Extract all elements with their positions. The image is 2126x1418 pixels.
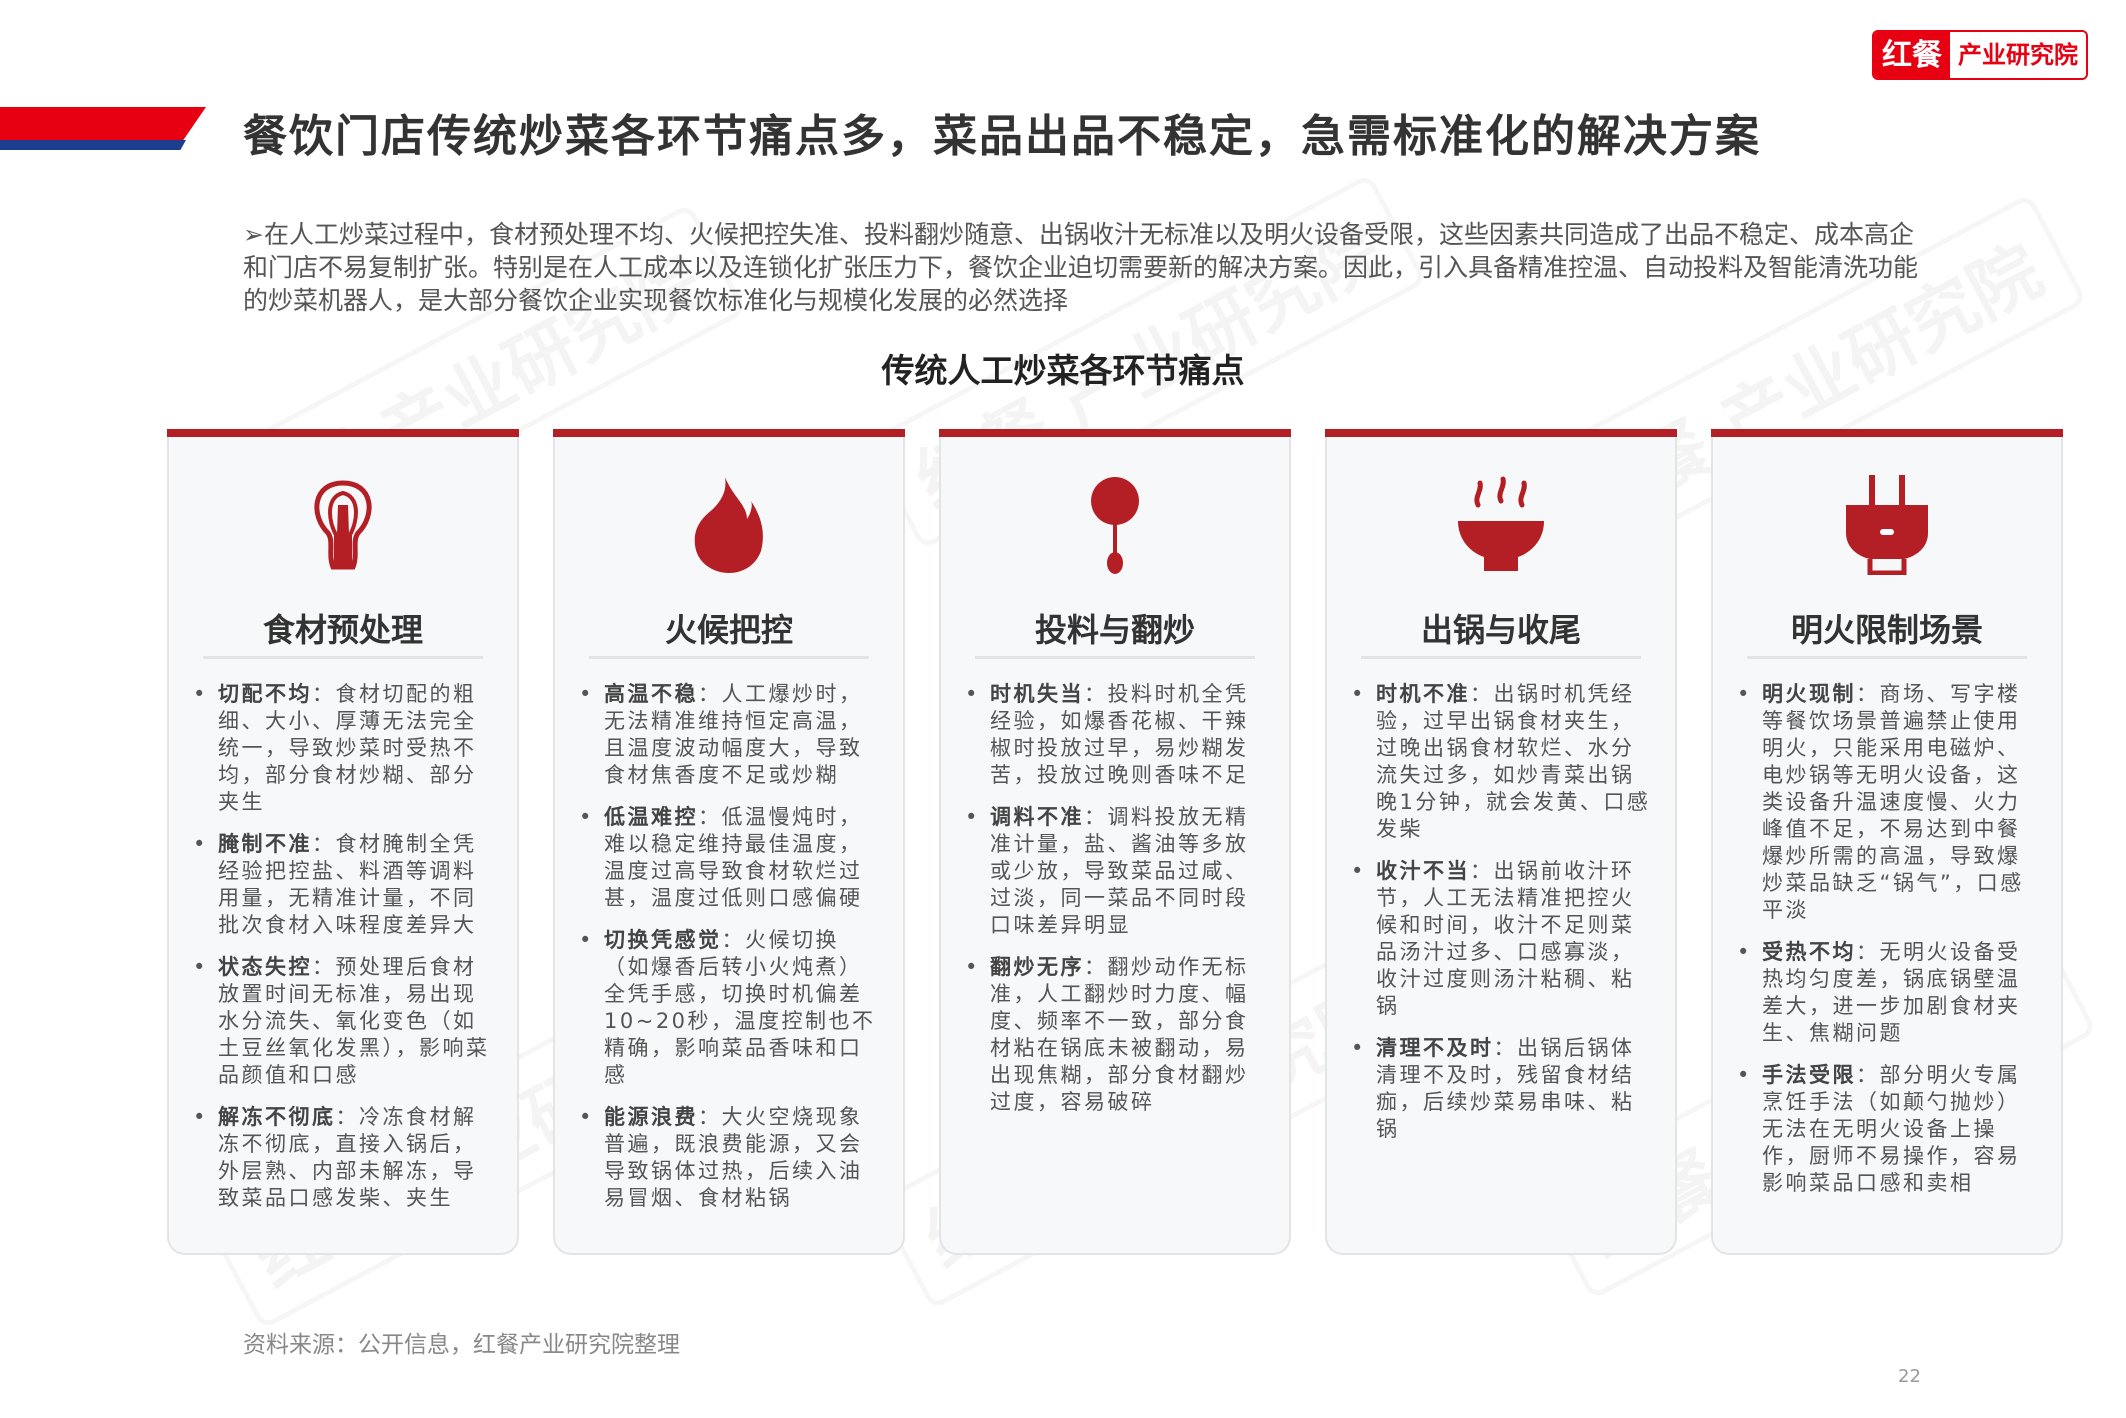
card-title: 明火限制场景 xyxy=(1790,611,1983,649)
pain-point-list: 切配不均：食材切配的粗细、大小、厚薄无法完全统一，导致炒菜时受热不均，部分食材炒… xyxy=(193,681,493,1227)
list-item: 时机不准：出锅时机凭经验，过早出锅食材夹生，过晚出锅食材软烂、水分流失过多，如炒… xyxy=(1351,681,1651,843)
card-divider xyxy=(589,656,869,659)
page-number: 22 xyxy=(1898,1366,1921,1387)
list-item: 状态失控：预处理后食材放置时间无标准，易出现水分流失、氧化变色（如土豆丝氧化发黑… xyxy=(193,954,493,1089)
list-item: 切配不均：食材切配的粗细、大小、厚薄无法完全统一，导致炒菜时受热不均，部分食材炒… xyxy=(193,681,493,816)
item-text: ：商场、写字楼等餐饮场景普遍禁止使用明火，只能采用电磁炉、电炒锅等无明火设备，这… xyxy=(1762,682,2024,922)
card-divider xyxy=(1747,656,2027,659)
pain-point-card: 火候把控 高温不稳：人工爆炒时，无法精准维持恒定高温，且温度波动幅度大，导致食材… xyxy=(553,429,905,1255)
logo-sub: 产业研究院 xyxy=(1950,32,2086,78)
list-item: 高温不稳：人工爆炒时，无法精准维持恒定高温，且温度波动幅度大，导致食材焦香度不足… xyxy=(579,681,879,789)
item-heading: 腌制不准 xyxy=(218,832,312,856)
item-heading: 清理不及时 xyxy=(1376,1036,1494,1060)
card-title: 出锅与收尾 xyxy=(1420,611,1581,649)
item-text: ：无明火设备受热均匀度差，锅底锅壁温差大，进一步加剧食材夹生、焦糊问题 xyxy=(1762,940,2021,1045)
card-divider xyxy=(975,656,1255,659)
whisk-icon xyxy=(169,475,517,575)
item-heading: 收汁不当 xyxy=(1376,859,1470,883)
pain-point-list: 时机不准：出锅时机凭经验，过早出锅食材夹生，过晚出锅食材软烂、水分流失过多，如炒… xyxy=(1351,681,1651,1158)
pain-point-card: 出锅与收尾 时机不准：出锅时机凭经验，过早出锅食材夹生，过晚出锅食材软烂、水分流… xyxy=(1325,429,1677,1255)
brand-logo: 红餐 产业研究院 xyxy=(1872,30,2088,80)
list-item: 能源浪费：大火空烧现象普遍，既浪费能源，又会导致锅体过热，后续入油易冒烟、食材粘… xyxy=(579,1104,879,1212)
pain-point-list: 明火现制：商场、写字楼等餐饮场景普遍禁止使用明火，只能采用电磁炉、电炒锅等无明火… xyxy=(1737,681,2037,1212)
card-title: 投料与翻炒 xyxy=(1034,611,1195,649)
steaming-bowl-icon xyxy=(1327,475,1675,575)
item-text: ：翻炒动作无标准，人工翻炒时力度、幅度、频率不一致，部分食材粘在锅底未被翻动，易… xyxy=(990,955,1249,1114)
item-heading: 受热不均 xyxy=(1762,940,1856,964)
item-text: ：预处理后食材放置时间无标准，易出现水分流失、氧化变色（如土豆丝氧化发黑），影响… xyxy=(218,955,490,1087)
item-text: ：投料时机全凭经验，如爆香花椒、干辣椒时投放过早，易炒糊发苦，投放过晚则香味不足 xyxy=(990,682,1249,787)
item-text: ：冷冻食材解冻不彻底，直接入锅后，外层熟、内部未解冻，导致菜品口感发柴、夹生 xyxy=(218,1105,477,1210)
pain-point-list: 高温不稳：人工爆炒时，无法精准维持恒定高温，且温度波动幅度大，导致食材焦香度不足… xyxy=(579,681,879,1227)
list-item: 调料不准：调料投放无精准计量，盐、酱油等多放或少放，导致菜品过咸、过淡，同一菜品… xyxy=(965,804,1265,939)
item-text: ：低温慢炖时，难以稳定维持最佳温度，温度过高导致食材软烂过甚，温度过低则口感偏硬 xyxy=(604,805,863,910)
item-text: ：出锅后锅体清理不及时，残留食材结痂，后续炒菜易串味、粘锅 xyxy=(1376,1036,1635,1141)
card-accent-bar xyxy=(1325,429,1677,437)
item-heading: 翻炒无序 xyxy=(990,955,1084,979)
card-accent-bar xyxy=(939,429,1291,437)
card-accent-bar xyxy=(553,429,905,437)
item-text: ：火候切换（如爆香后转小火炖煮）全凭手感，切换时机偏差10~20秒，温度控制也不… xyxy=(604,928,876,1087)
item-text: ：人工爆炒时，无法精准维持恒定高温，且温度波动幅度大，导致食材焦香度不足或炒糊 xyxy=(604,682,863,787)
item-text: ：调料投放无精准计量，盐、酱油等多放或少放，导致菜品过咸、过淡，同一菜品不同时段… xyxy=(990,805,1249,937)
list-item: 收汁不当：出锅前收汁环节，人工无法精准把控火候和时间，收汁不足则菜品汤汁过多、口… xyxy=(1351,858,1651,1020)
card-accent-bar xyxy=(167,429,519,437)
list-item: 明火现制：商场、写字楼等餐饮场景普遍禁止使用明火，只能采用电磁炉、电炒锅等无明火… xyxy=(1737,681,2037,924)
item-heading: 切配不均 xyxy=(218,682,312,706)
list-item: 翻炒无序：翻炒动作无标准，人工翻炒时力度、幅度、频率不一致，部分食材粘在锅底未被… xyxy=(965,954,1265,1116)
item-heading: 能源浪费 xyxy=(604,1105,698,1129)
logo-brand: 红餐 xyxy=(1874,32,1950,78)
page-title: 餐饮门店传统炒菜各环节痛点多，菜品出品不稳定，急需标准化的解决方案 xyxy=(243,111,1761,162)
card-accent-bar xyxy=(1711,429,2063,437)
pain-point-card: 投料与翻炒 时机失当：投料时机全凭经验，如爆香花椒、干辣椒时投放过早，易炒糊发苦… xyxy=(939,429,1291,1255)
spoon-icon xyxy=(941,475,1289,575)
list-item: 受热不均：无明火设备受热均匀度差，锅底锅壁温差大，进一步加剧食材夹生、焦糊问题 xyxy=(1737,939,2037,1047)
card-divider xyxy=(1361,656,1641,659)
item-text: ：食材腌制全凭经验把控盐、料酒等调料用量，无精准计量，不同批次食材入味程度差异大 xyxy=(218,832,477,937)
list-item: 切换凭感觉：火候切换（如爆香后转小火炖煮）全凭手感，切换时机偏差10~20秒，温… xyxy=(579,927,879,1089)
list-item: 低温难控：低温慢炖时，难以稳定维持最佳温度，温度过高导致食材软烂过甚，温度过低则… xyxy=(579,804,879,912)
item-heading: 时机不准 xyxy=(1376,682,1470,706)
item-heading: 状态失控 xyxy=(218,955,312,979)
pain-point-card: 食材预处理 切配不均：食材切配的粗细、大小、厚薄无法完全统一，导致炒菜时受热不均… xyxy=(167,429,519,1255)
list-item: 手法受限：部分明火专属烹饪手法（如颠勺抛炒）无法在无明火设备上操作，厨师不易操作… xyxy=(1737,1062,2037,1197)
title-accent-bar xyxy=(0,107,206,143)
list-item: 时机失当：投料时机全凭经验，如爆香花椒、干辣椒时投放过早，易炒糊发苦，投放过晚则… xyxy=(965,681,1265,789)
intro-text: ➢在人工炒菜过程中，食材预处理不均、火候把控失准、投料翻炒随意、出锅收汁无标准以… xyxy=(243,220,1919,315)
item-text: ：出锅时机凭经验，过早出锅食材夹生，过晚出锅食材软烂、水分流失过多，如炒青菜出锅… xyxy=(1376,682,1651,841)
item-text: ：部分明火专属烹饪手法（如颠勺抛炒）无法在无明火设备上操作，厨师不易操作，容易影… xyxy=(1762,1063,2021,1195)
flame-icon xyxy=(555,475,903,575)
list-item: 解冻不彻底：冷冻食材解冻不彻底，直接入锅后，外层熟、内部未解冻，导致菜品口感发柴… xyxy=(193,1104,493,1212)
item-text: ：出锅前收汁环节，人工无法精准把控火候和时间，收汁不足则菜品汤汁过多、口感寡淡，… xyxy=(1376,859,1635,1018)
card-title: 火候把控 xyxy=(664,611,793,649)
item-text: ：食材切配的粗细、大小、厚薄无法完全统一，导致炒菜时受热不均，部分食材炒糊、部分… xyxy=(218,682,477,814)
item-heading: 低温难控 xyxy=(604,805,698,829)
card-divider xyxy=(203,656,483,659)
section-subtitle: 传统人工炒菜各环节痛点 xyxy=(881,351,1245,390)
item-heading: 手法受限 xyxy=(1762,1063,1856,1087)
title-accent-underline xyxy=(0,140,186,150)
item-heading: 明火现制 xyxy=(1762,682,1856,706)
item-heading: 解冻不彻底 xyxy=(218,1105,336,1129)
pain-point-card: 明火限制场景 明火现制：商场、写字楼等餐饮场景普遍禁止使用明火，只能采用电磁炉、… xyxy=(1711,429,2063,1255)
pain-point-list: 时机失当：投料时机全凭经验，如爆香花椒、干辣椒时投放过早，易炒糊发苦，投放过晚则… xyxy=(965,681,1265,1131)
list-item: 清理不及时：出锅后锅体清理不及时，残留食材结痂，后续炒菜易串味、粘锅 xyxy=(1351,1035,1651,1143)
card-title: 食材预处理 xyxy=(262,611,423,649)
item-heading: 高温不稳 xyxy=(604,682,698,706)
item-heading: 切换凭感觉 xyxy=(604,928,722,952)
item-text: ：大火空烧现象普遍，既浪费能源，又会导致锅体过热，后续入油易冒烟、食材粘锅 xyxy=(604,1105,863,1210)
plug-icon xyxy=(1713,475,2061,575)
item-heading: 调料不准 xyxy=(990,805,1084,829)
item-heading: 时机失当 xyxy=(990,682,1084,706)
list-item: 腌制不准：食材腌制全凭经验把控盐、料酒等调料用量，无精准计量，不同批次食材入味程… xyxy=(193,831,493,939)
source-note: 资料来源：公开信息，红餐产业研究院整理 xyxy=(243,1332,680,1358)
